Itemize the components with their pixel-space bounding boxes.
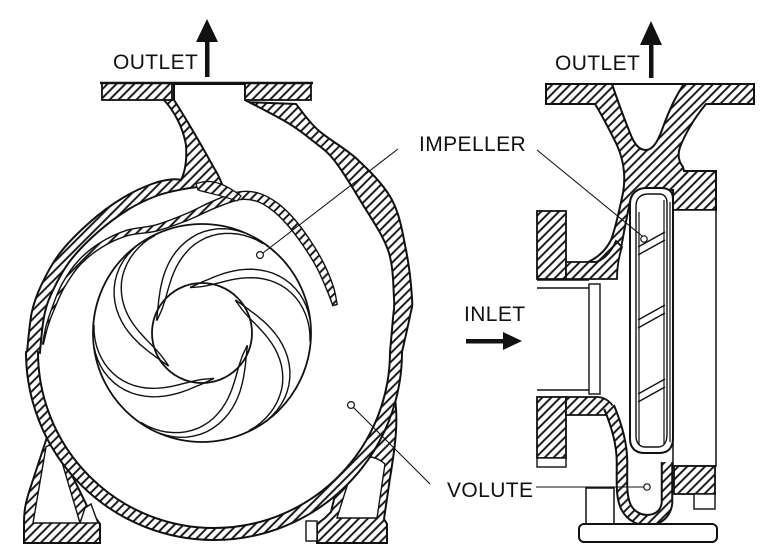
svg-text:OUTLET: OUTLET <box>113 51 198 74</box>
svg-text:OUTLET: OUTLET <box>555 52 640 75</box>
svg-text:VOLUTE: VOLUTE <box>447 479 533 502</box>
svg-text:IMPELLER: IMPELLER <box>419 133 526 156</box>
svg-text:INLET: INLET <box>464 303 526 326</box>
